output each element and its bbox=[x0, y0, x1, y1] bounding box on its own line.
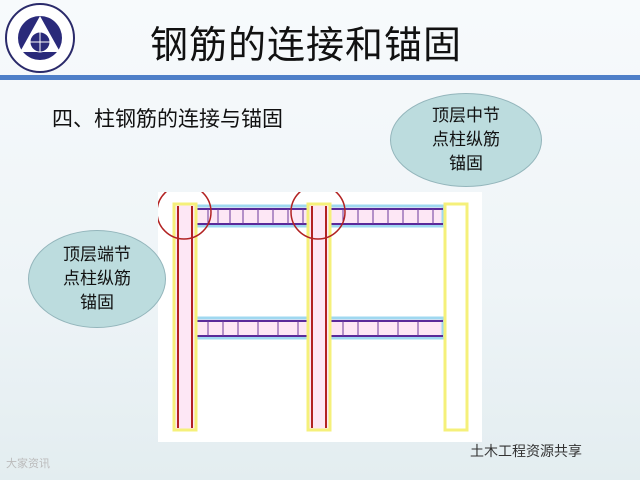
callout-end-node: 顶层端节 点柱纵筋 锚固 bbox=[28, 230, 166, 328]
callout-middle-node: 顶层中节 点柱纵筋 锚固 bbox=[390, 93, 542, 187]
title-divider bbox=[0, 75, 640, 80]
footer-watermark: 大家资讯 bbox=[6, 457, 50, 470]
slide-title: 钢筋的连接和锚固 bbox=[150, 23, 463, 67]
slide-subtitle: 四、柱钢筋的连接与锚固 bbox=[52, 107, 283, 131]
footer-source: 土木工程资源共享 bbox=[470, 444, 582, 460]
rebar-frame-diagram bbox=[158, 192, 482, 442]
university-logo-icon bbox=[5, 3, 75, 73]
